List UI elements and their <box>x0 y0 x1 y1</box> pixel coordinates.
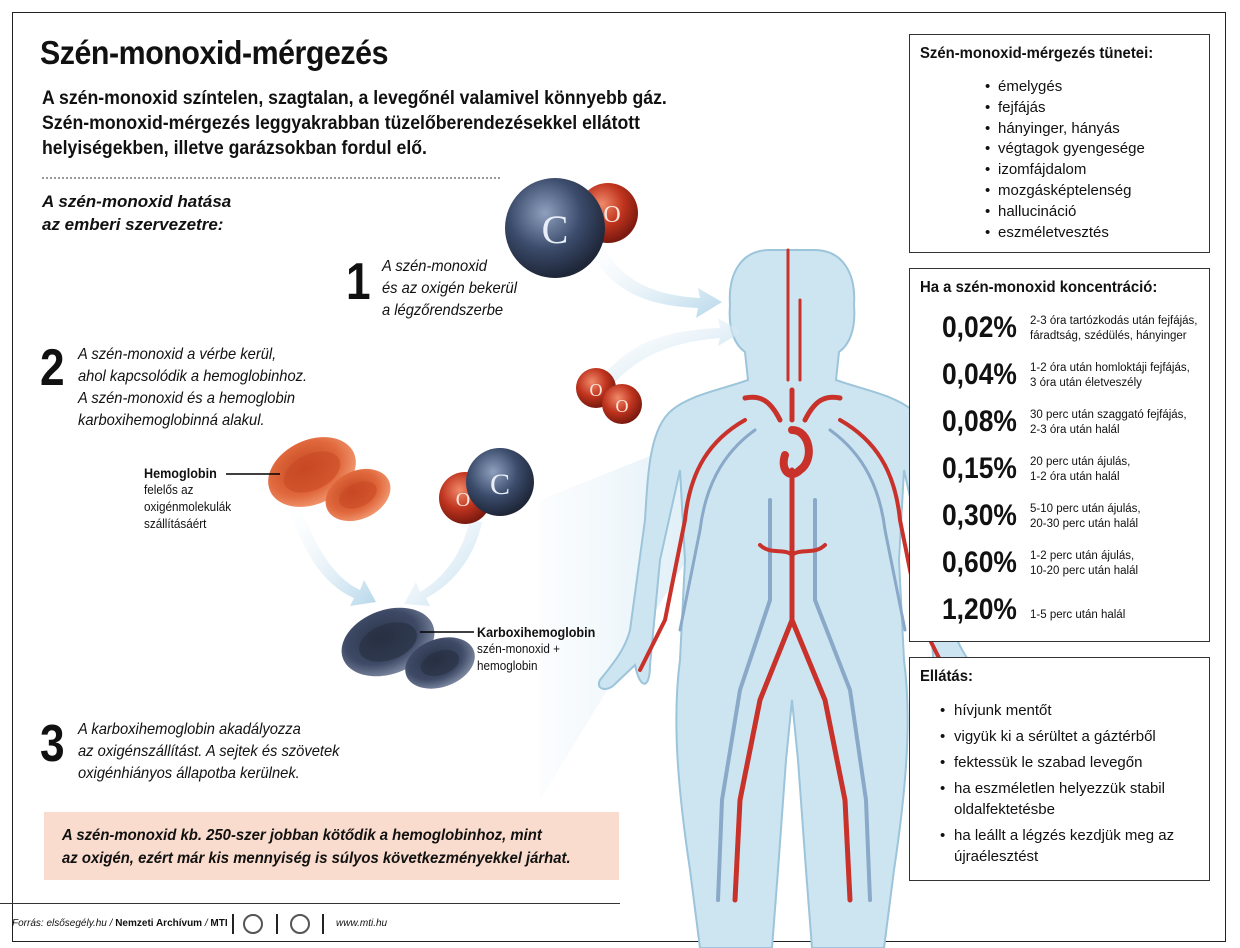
intro-text: A szén-monoxid színtelen, szagtalan, a l… <box>42 88 667 159</box>
step-3-number: 3 <box>40 715 65 773</box>
co-molecule-1: C O <box>505 178 638 278</box>
symptoms-panel: Szén-monoxid-mérgezés tünetei: émelygés … <box>909 34 1210 253</box>
carboxyhemoglobin-label: Karboxihemoglobin szén-monoxid + hemoglo… <box>477 624 596 673</box>
effect-heading: A szén-monoxid hatása az emberi szerveze… <box>42 192 232 234</box>
o2-molecule: O O <box>576 368 642 424</box>
page-title: Szén-monoxid-mérgezés <box>40 34 388 71</box>
step-1-number: 1 <box>346 253 371 311</box>
hemoglobin-label: Hemoglobin felelős az oxigénmolekulák sz… <box>144 465 232 531</box>
list-item: fektessük le szabad levegőn <box>940 752 1210 773</box>
callout-box: A szén-monoxid kb. 250-szer jobban kötőd… <box>44 812 619 880</box>
list-item: mozgásképtelenség <box>985 181 1145 202</box>
footer-separator <box>276 914 278 934</box>
step-3-text: A karboxihemoglobin akadályozza az oxigé… <box>78 721 340 782</box>
footer-separator <box>322 914 324 934</box>
hemoglobin-cells <box>268 437 391 522</box>
arrow-o2-to-airway <box>600 318 742 385</box>
divider <box>42 177 500 179</box>
mtva-logo <box>243 914 263 934</box>
footer-url: www.mti.hu <box>336 918 388 929</box>
care-panel: Ellátás: hívjunk mentőt vigyük ki a sérü… <box>909 657 1210 881</box>
callout-text: A szén-monoxid kb. 250-szer jobban kötőd… <box>62 827 571 867</box>
list-item: izomfájdalom <box>985 160 1145 181</box>
step-1-text: A szén-monoxid és az oxigén bekerül a lé… <box>382 258 518 319</box>
care-list: hívjunk mentőt vigyük ki a sérültet a gá… <box>940 700 1210 872</box>
svg-text:O: O <box>616 396 629 416</box>
list-item: ha leállt a légzés kezdjük meg az újraél… <box>940 825 1210 867</box>
arrow-co-to-airway <box>590 240 722 318</box>
symptoms-title: Szén-monoxid-mérgezés tünetei: <box>920 45 1154 62</box>
arrow-hb-to-carboxy <box>290 505 376 606</box>
list-item: vigyük ki a sérültet a gáztérből <box>940 726 1210 747</box>
symptoms-list: émelygés fejfájás hányinger, hányás végt… <box>985 77 1145 243</box>
list-item: hallucináció <box>985 202 1145 223</box>
list-item: végtagok gyengesége <box>985 139 1145 160</box>
list-item: hívjunk mentőt <box>940 700 1210 721</box>
list-item: hányinger, hányás <box>985 119 1145 140</box>
list-item: eszméletvesztés <box>985 223 1145 244</box>
concentration-panel: Ha a szén-monoxid koncentráció: 0,02% 2-… <box>909 268 1210 642</box>
step-2-text: A szén-monoxid a vérbe kerül, ahol kapcs… <box>78 346 308 429</box>
footer-divider <box>0 903 620 904</box>
care-title: Ellátás: <box>920 668 973 685</box>
co-molecule-2: C O <box>439 448 534 524</box>
list-item: émelygés <box>985 77 1145 98</box>
list-item: ha eszméletlen helyezzük stabil oldalfek… <box>940 778 1210 820</box>
step-2-number: 2 <box>40 339 65 397</box>
arrow-co-to-carboxy <box>404 520 482 606</box>
blood-vessels <box>638 248 947 903</box>
mti-logo <box>290 914 310 934</box>
svg-text:O: O <box>456 489 470 511</box>
concentration-title: Ha a szén-monoxid koncentráció: <box>920 279 1158 296</box>
footer-separator <box>232 914 234 934</box>
list-item: fejfájás <box>985 98 1145 119</box>
svg-text:O: O <box>590 380 603 400</box>
svg-text:C: C <box>490 468 510 501</box>
carbon-letter: C <box>542 207 569 252</box>
oxygen-letter: O <box>603 202 620 228</box>
carboxyhemoglobin-cells <box>341 607 475 689</box>
footer-source: Forrás: elsősegély.hu / Nemzeti Archívum… <box>12 918 228 929</box>
